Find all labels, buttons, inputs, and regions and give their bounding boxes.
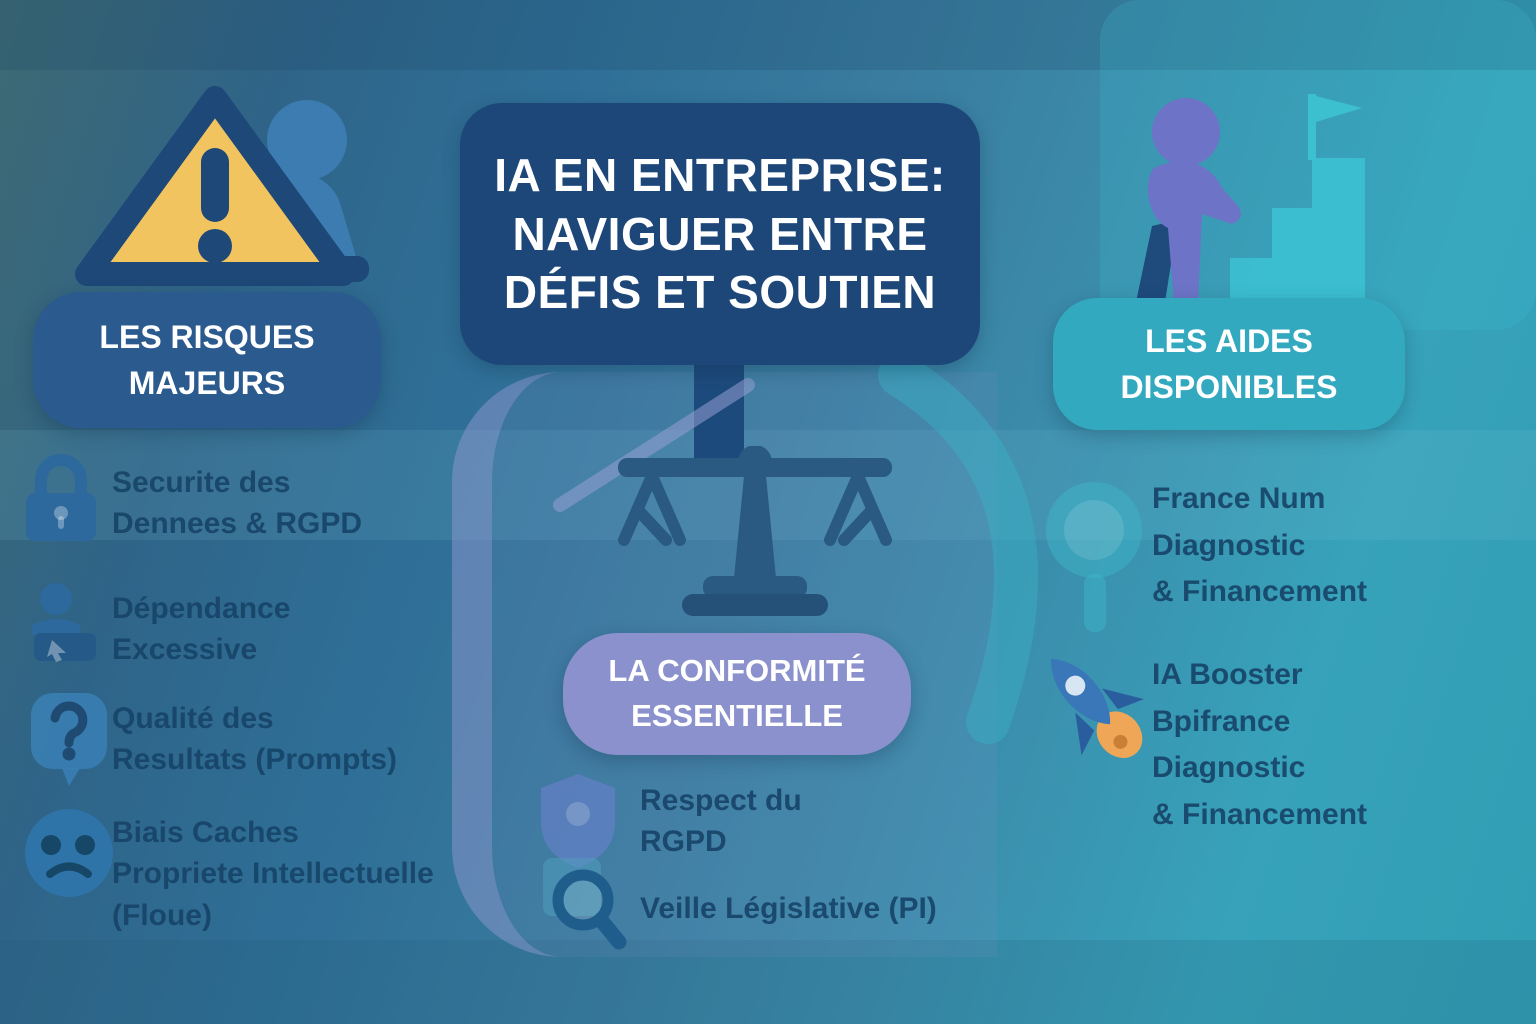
- risk-item-line: Biais Caches: [112, 816, 299, 849]
- aid-item: IA Booster Bpifrance Diagnostic & Financ…: [1152, 652, 1367, 838]
- person-climbing-stairs-icon: [1136, 94, 1365, 316]
- question-bubble-icon: [31, 693, 107, 786]
- aid-item-line: Diagnostic: [1152, 528, 1306, 562]
- main-title-box: IA EN ENTREPRISE: NAVIGUER ENTRE DÉFIS E…: [460, 103, 980, 365]
- scales-of-justice-icon: [618, 446, 892, 616]
- risk-item: Qualité des Resultats (Prompts): [112, 698, 397, 781]
- risks-header-line: LES RISQUES: [99, 318, 315, 355]
- title-line: NAVIGUER ENTRE: [512, 207, 928, 260]
- aid-item-line: & Financement: [1152, 797, 1368, 831]
- lock-icon: [26, 454, 96, 541]
- risk-item-line: Qualité des: [112, 702, 274, 735]
- risks-header-line: MAJEURS: [128, 365, 286, 401]
- person-laptop-icon: [32, 583, 96, 662]
- rocket-icon: [1051, 658, 1144, 758]
- aid-item-line: & Financement: [1152, 575, 1368, 608]
- risk-item-line: Excessive: [112, 633, 258, 667]
- sad-face-icon: [25, 809, 113, 897]
- background-band-top: [0, 0, 1536, 70]
- conformity-header-line: LA CONFORMITÉ: [608, 653, 866, 689]
- conformity-item-line: Veille Législative (PI): [640, 892, 937, 925]
- aids-header-line: LES AIDES: [1145, 322, 1313, 359]
- aid-item-line: IA Booster: [1152, 658, 1303, 691]
- conformity-header-box: LA CONFORMITÉ ESSENTIELLE: [563, 633, 911, 755]
- title-line: DÉFIS ET SOUTIEN: [503, 266, 937, 319]
- conformity-header-line: ESSENTIELLE: [631, 698, 843, 733]
- risk-item-line: Dennees & RGPD: [112, 507, 363, 541]
- aid-item-line: France Num: [1152, 482, 1326, 515]
- aid-item-line: Diagnostic: [1152, 751, 1306, 784]
- shield-icon: [541, 774, 615, 868]
- magnifier-faint-icon: [1046, 482, 1142, 632]
- aids-header-box: LES AIDES DISPONIBLES: [1053, 298, 1405, 430]
- conformity-item: Respect du RGPD: [640, 780, 802, 863]
- risks-header-box: LES RISQUES MAJEURS: [33, 292, 381, 428]
- risk-item-line: Resultats (Prompts): [112, 743, 398, 777]
- risk-item-line: Propriete Intellectuelle: [112, 857, 434, 891]
- risk-item: Dépendance Excessive: [112, 588, 290, 671]
- aids-header-line: DISPONIBLES: [1120, 369, 1338, 405]
- risk-item: Securite des Dennees & RGPD: [112, 462, 362, 545]
- risk-item-line: (Floue): [112, 898, 212, 932]
- aid-item-line: Bpifrance: [1152, 704, 1291, 738]
- risk-item-line: Securite des: [112, 466, 291, 499]
- conformity-item-line: RGPD: [640, 825, 727, 859]
- warning-triangle-icon: [75, 86, 369, 286]
- magnifier-icon: [543, 858, 627, 950]
- conformity-item: Veille Législative (PI): [640, 888, 937, 929]
- aid-item: France Num Diagnostic & Financement: [1152, 476, 1367, 616]
- risk-item: Biais Caches Propriete Intellectuelle (F…: [112, 812, 434, 936]
- risk-item-line: Dépendance: [112, 592, 291, 625]
- title-line: IA EN ENTREPRISE:: [494, 148, 946, 201]
- conformity-item-line: Respect du: [640, 784, 802, 817]
